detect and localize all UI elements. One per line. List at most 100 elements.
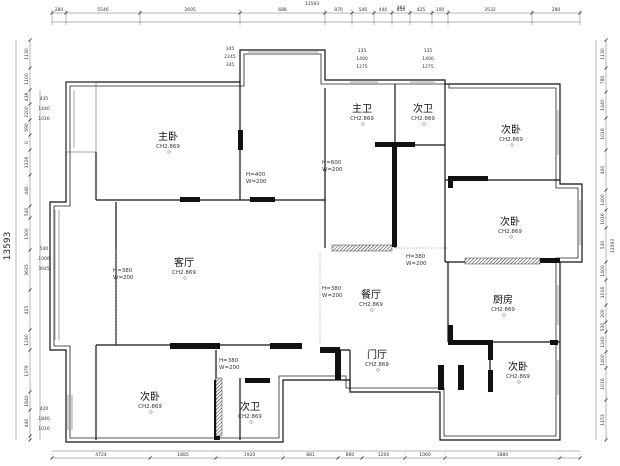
elevation-marker bbox=[249, 420, 253, 424]
left-dimension-value: 1326 bbox=[24, 157, 30, 169]
bottom-tick bbox=[281, 456, 285, 460]
right-dimension-value: 1440 bbox=[600, 99, 606, 111]
right-tick bbox=[604, 330, 608, 334]
right-dimension-value: 1153 bbox=[600, 414, 606, 426]
bottom-tick bbox=[578, 456, 582, 460]
right-tick bbox=[604, 278, 608, 282]
right-dimension-value: 530 bbox=[600, 241, 606, 250]
room-name-master-bedroom: 主卧 bbox=[158, 130, 178, 143]
bottom-tick bbox=[403, 456, 407, 460]
elevation-marker bbox=[376, 368, 380, 372]
top-dimension-value: 3532 bbox=[484, 7, 496, 13]
opening-master-bath-height: H=600 bbox=[322, 160, 342, 166]
left-tick bbox=[28, 204, 32, 208]
top-dimension-value: 100 bbox=[436, 7, 445, 13]
left-dimension-value: 3645 bbox=[24, 264, 30, 276]
win-living-value: 540 bbox=[40, 246, 49, 252]
elevation-marker bbox=[167, 150, 171, 154]
elevation-marker bbox=[502, 313, 506, 317]
win-master-bath-value: 1275 bbox=[356, 64, 368, 70]
ceiling-height-second-bath-top: CH2.869 bbox=[411, 116, 435, 122]
left-dimension-value: 425 bbox=[24, 306, 30, 315]
left-dimension-value: 1300 bbox=[24, 228, 30, 240]
room-name-kitchen: 厨房 bbox=[493, 293, 513, 306]
right-overall-dimension: 13593 bbox=[610, 239, 616, 253]
room-name-second-bath-bottom: 次卫 bbox=[240, 400, 260, 413]
opening-dining-height: H=380 bbox=[322, 286, 342, 292]
right-dimension-value: 530 bbox=[600, 323, 606, 332]
win-bath-top-value: 135 bbox=[424, 48, 433, 54]
right-dimension-string: 13593 1130780144010184001400101653014001… bbox=[595, 38, 616, 442]
top-extra-dimension: 302 bbox=[397, 5, 406, 11]
left-tick bbox=[28, 348, 32, 352]
bottom-tick bbox=[443, 456, 447, 460]
left-dimension-value: 1130 bbox=[24, 48, 30, 60]
right-tick bbox=[604, 188, 608, 192]
win-bedroom-sw-value: 1840 bbox=[38, 416, 50, 422]
exterior-walls bbox=[49, 49, 583, 443]
right-tick bbox=[604, 398, 608, 402]
top-dimension-value: 870 bbox=[334, 7, 343, 13]
bottom-tick bbox=[214, 456, 218, 460]
opening-kitchen-width: W=200 bbox=[406, 261, 427, 267]
right-tick bbox=[604, 116, 608, 120]
room-name-master-bath: 主卫 bbox=[352, 103, 372, 115]
left-dimension-value: 1379 bbox=[24, 365, 30, 377]
right-tick bbox=[604, 366, 608, 370]
ceiling-height-bedroom-sw: CH2.869 bbox=[138, 404, 162, 410]
top-dimension-value: 5546 bbox=[97, 7, 109, 13]
win-bedroom-sw-value: 1016 bbox=[38, 426, 50, 432]
bottom-dimension-value: 1920 bbox=[244, 452, 256, 458]
room-name-bedroom-se: 次卧 bbox=[508, 360, 528, 373]
structural-columns bbox=[170, 130, 560, 440]
elevation-marker bbox=[183, 276, 187, 280]
left-tick bbox=[28, 390, 32, 394]
ceiling-height-master-bedroom: CH2.869 bbox=[156, 144, 180, 150]
left-dimension-value: 1100 bbox=[24, 73, 30, 85]
opening-notes: H=400W=200H=600W=200H=380W=200H=380W=200… bbox=[113, 160, 427, 371]
right-tick bbox=[604, 303, 608, 307]
room-name-second-bath-top: 次卫 bbox=[413, 102, 433, 115]
win-master-bed-value: 1440 bbox=[38, 106, 50, 112]
right-dimension-value: 1400 bbox=[600, 354, 606, 366]
win-bath-top-value: 1400 bbox=[422, 56, 434, 62]
win-master-bath-value: 1400 bbox=[356, 56, 368, 62]
bottom-dimension-value: 860 bbox=[346, 452, 355, 458]
left-tick bbox=[28, 248, 32, 252]
bottom-dimension-value: 881 bbox=[306, 452, 315, 458]
ceiling-height-bedroom-se: CH2.869 bbox=[506, 374, 530, 380]
left-dimension-value: 590 bbox=[24, 123, 30, 132]
opening-corridor-height: H=400 bbox=[246, 172, 266, 178]
bottom-tick bbox=[360, 456, 364, 460]
left-tick bbox=[28, 38, 32, 42]
right-tick bbox=[604, 66, 608, 70]
left-tick bbox=[28, 328, 32, 332]
ceiling-height-master-bath: CH2.869 bbox=[350, 116, 374, 122]
ceiling-height-bedroom-ne: CH2.869 bbox=[499, 137, 523, 143]
left-tick bbox=[28, 438, 32, 442]
win-living-value: 1000 bbox=[38, 256, 50, 262]
right-tick bbox=[604, 90, 608, 94]
ceiling-height-dining-room: CH2.869 bbox=[359, 302, 383, 308]
ceiling-height-second-bath-bottom: CH2.869 bbox=[238, 414, 262, 420]
room-labels: 主卧CH2.869主卫CH2.869次卫CH2.869次卧CH2.869次卧CH… bbox=[138, 102, 530, 424]
room-name-living-room: 客厅 bbox=[174, 256, 194, 269]
top-dimension-value: 280 bbox=[55, 7, 64, 13]
left-tick bbox=[28, 173, 32, 177]
right-dimension-value: 1130 bbox=[600, 48, 606, 60]
elevation-marker bbox=[422, 122, 426, 126]
right-dimension-value: 200 bbox=[600, 309, 606, 318]
right-tick bbox=[604, 38, 608, 42]
ceiling-height-bedroom-e: CH2.869 bbox=[498, 229, 522, 235]
left-tick bbox=[28, 216, 32, 220]
top-dimension-value: 540 bbox=[359, 7, 368, 13]
win-balcony-value: 345 bbox=[226, 62, 235, 68]
left-dimension-value: 438 bbox=[24, 93, 30, 102]
right-tick bbox=[604, 226, 608, 230]
overall-height-dimension: 13593 bbox=[3, 232, 13, 261]
bottom-dimension-value: 1885 bbox=[177, 452, 189, 458]
left-dimension-value: 440 bbox=[24, 186, 30, 195]
